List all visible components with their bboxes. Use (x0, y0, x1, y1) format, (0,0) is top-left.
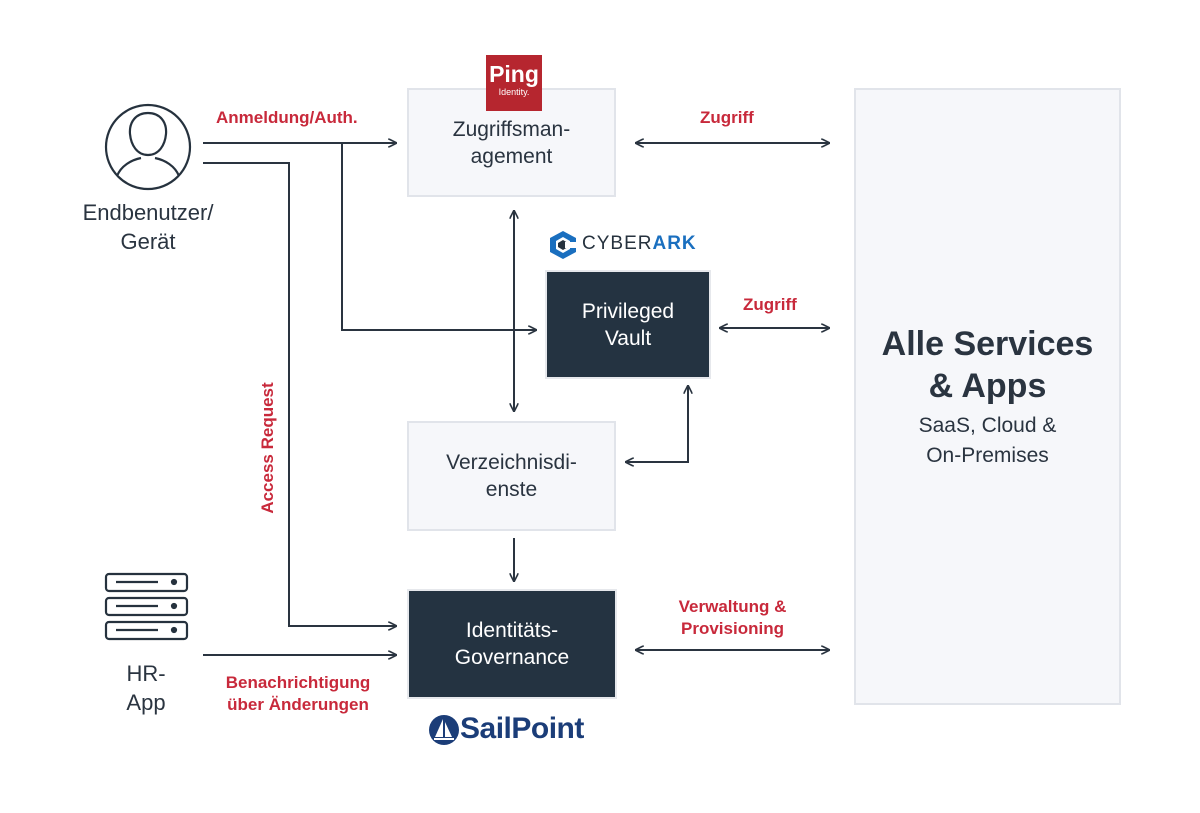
login-auth-label: Anmeldung/Auth. (216, 108, 358, 127)
management-provisioning-label: Verwaltung & Provisioning (660, 596, 805, 640)
edge-user-to-privileged-vault (341, 143, 536, 330)
identity-governance-line2: Governance (454, 646, 570, 669)
user-icon (104, 103, 192, 191)
all-services-sub-line1: SaaS, Cloud & (918, 413, 1057, 437)
hr-app-label-line1: HR- (126, 661, 166, 686)
management-line2: Provisioning (681, 619, 784, 638)
notification-label: Benachrichtigung über Änderungen (205, 672, 391, 716)
directory-services-box: Verzeichnisdi- enste (407, 421, 616, 531)
notification-line2: über Änderungen (227, 695, 369, 714)
all-services-title-line1: Alle Services (881, 324, 1094, 363)
management-line1: Verwaltung & (678, 597, 787, 616)
access-top-label: Zugriff (700, 108, 754, 127)
end-user-label-line1: Endbenutzer/ (82, 200, 214, 225)
all-services-box: Alle Services & Apps SaaS, Cloud & On-Pr… (854, 88, 1121, 705)
cyberark-prefix: CYBER (582, 233, 653, 254)
directory-services-line1: Verzeichnisdi- (446, 451, 577, 474)
ping-logo-word: Ping (489, 61, 539, 87)
sailpoint-logo: SailPoint (428, 708, 598, 752)
access-management-line2: agement (470, 144, 553, 168)
access-request-label: Access Request (258, 382, 277, 514)
hr-app-label: HR- App (96, 659, 196, 717)
all-services-title: Alle Services & Apps (882, 323, 1094, 407)
cyberark-wordmark: CYBERARK (582, 232, 697, 256)
notification-line1: Benachrichtigung (225, 673, 371, 692)
privileged-vault-line2: Vault (604, 326, 652, 350)
cyberark-logo: CYBERARK (548, 230, 708, 260)
privileged-vault-line1: Privileged (581, 299, 675, 323)
ping-identity-logo: Ping Identity. (486, 55, 542, 111)
end-user-label: Endbenutzer/ Gerät (58, 198, 238, 256)
sailpoint-wordmark: SailPoint (460, 712, 584, 745)
end-user-label-line2: Gerät (120, 229, 176, 254)
all-services-sub-line2: On-Premises (926, 443, 1049, 467)
hr-app-label-line2: App (126, 690, 166, 715)
all-services-subtitle: SaaS, Cloud & On-Premises (919, 411, 1057, 471)
server-icon (104, 572, 189, 641)
edge-directory-vault (626, 386, 688, 462)
edge-access-request (203, 162, 396, 626)
sailpoint-mark-icon (429, 715, 459, 745)
identity-governance-line1: Identitäts- (465, 619, 559, 642)
identity-governance-box: Identitäts- Governance (407, 589, 617, 699)
ping-logo-sub: Identity. (498, 87, 530, 97)
access-vault-label: Zugriff (743, 295, 797, 314)
access-management-line1: Zugriffsman- (452, 117, 571, 141)
all-services-title-line2: & Apps (928, 366, 1047, 405)
privileged-vault-box: Privileged Vault (545, 270, 711, 379)
cyberark-mark-icon (550, 231, 577, 259)
directory-services-line2: enste (485, 478, 538, 501)
cyberark-suffix: ARK (652, 233, 697, 254)
